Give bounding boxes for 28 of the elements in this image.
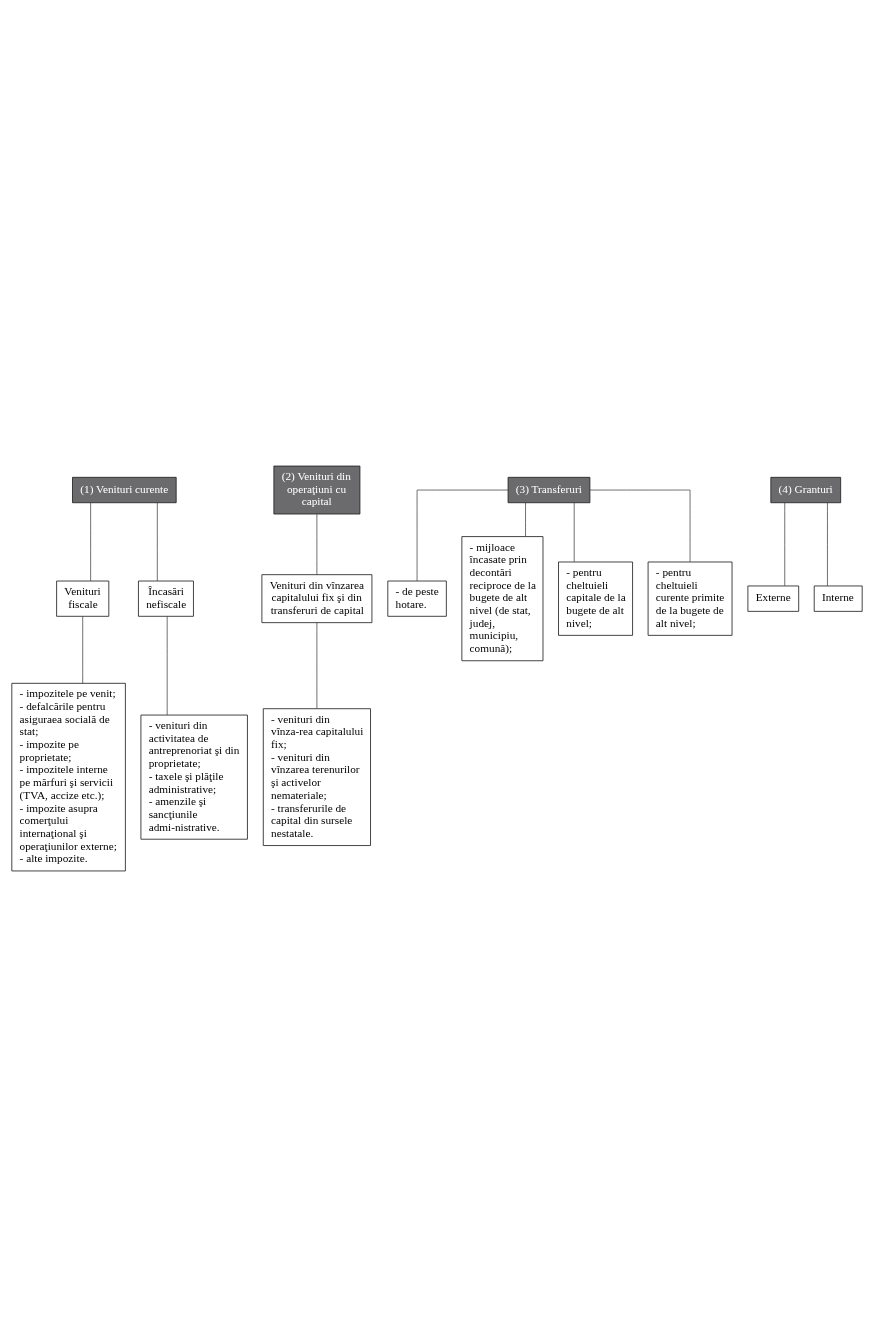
connector (89, 502, 91, 581)
connector (316, 621, 317, 709)
node-box: (4) Granturi (769, 476, 841, 503)
node-box: - venituri din activitatea de antreprenoriat şi din proprietate; - taxele şi plăţile administrative; - amenzile şi sancţiunile admi-nistrative. (140, 714, 248, 840)
node-box: - venituri din vînza-rea capitalului fix; - venituri din vînzarea terenurilor şi activelor nemateriale; - transferurile de capital din sursele nestatale. (262, 707, 371, 846)
node-box: (3) Transferuri (507, 476, 590, 503)
connector (166, 615, 168, 715)
node-box: - de peste hotare. (386, 580, 447, 617)
node-box: Venituri din vînzarea capitalului fix şi din transferuri de capital (260, 573, 372, 623)
node-box: - mijloace încasate prin decontări reciproce de la bugete de alt nivel (de stat, judej, municipiu, comună); (460, 535, 543, 661)
node-box: Externe (746, 585, 799, 612)
connector (81, 615, 83, 683)
node-box: - pentru cheltuieli capitale de la bugete de alt nivel; (557, 561, 633, 636)
connector (826, 502, 828, 586)
connector (783, 502, 785, 586)
node-box: - pentru cheltuieli curente primite de la bugete de alt nivel; (647, 561, 732, 636)
node-box: - impozitele pe venit; - defalcările pentru asiguraea socială de stat; - impozite pe proprietate; - impozitele interne pe mărfuri şi servicii (TVA, accize etc.); - impozite asupra comerţului internaţional şi operaţiunilor externe; - alte impozite. (10, 682, 126, 871)
connector (156, 502, 158, 581)
node-box: Venituri fiscale (55, 580, 109, 617)
connector (316, 513, 317, 575)
node-box: (2) Venituri din operaţiuni cu capital (272, 465, 360, 514)
connector (416, 489, 508, 581)
node-box: Interne (813, 585, 863, 612)
node-box: Încasări nefiscale (137, 580, 194, 617)
connector (573, 502, 575, 562)
connector (524, 502, 526, 537)
node-box: (1) Venituri curente (71, 476, 177, 503)
connector (589, 489, 690, 562)
